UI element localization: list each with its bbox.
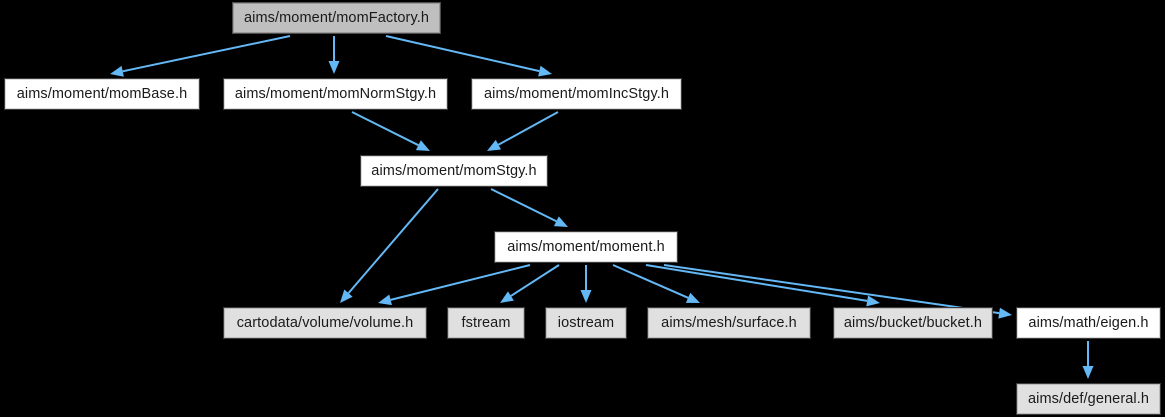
graph-node-momNormStgy[interactable]: aims/moment/momNormStgy.h [223,78,448,110]
graph-node-eigen[interactable]: aims/math/eigen.h [1016,307,1161,339]
edge-arrowhead [487,139,502,151]
edge-arrowhead [866,295,880,307]
edge-line [497,111,559,146]
graph-edge-momFactory-to-momBase [110,35,291,77]
edge-arrowhead [580,290,592,303]
edge-arrowhead [110,65,124,77]
graph-node-label: aims/moment/momStgy.h [371,162,537,179]
graph-node-label: fstream [461,314,511,331]
edge-line [347,188,439,294]
graph-edge-momIncStgy-to-momStgy [487,111,559,151]
graph-edge-eigen-to-general [1082,341,1094,379]
graph-node-label: aims/def/general.h [1027,390,1150,407]
graph-edge-moment-to-eigen [663,264,1012,319]
graph-node-bucket[interactable]: aims/bucket/bucket.h [833,307,993,339]
edge-arrowhead [328,61,340,74]
graph-node-label: aims/moment/momNormStgy.h [234,85,437,102]
graph-node-moment[interactable]: aims/moment/moment.h [494,231,678,263]
edge-arrowhead [553,216,568,227]
edge-arrowhead [538,65,552,77]
edge-arrowhead [685,292,700,303]
graph-edge-momNormStgy-to-momStgy [351,111,430,151]
graph-node-momFactory[interactable]: aims/moment/momFactory.h [232,2,441,34]
graph-node-label: aims/mesh/surface.h [661,314,797,331]
graph-node-label: aims/bucket/bucket.h [843,314,983,331]
edge-line [612,264,689,299]
edge-arrowhead [378,294,392,306]
graph-edge-momStgy-to-volume [340,188,439,303]
graph-node-surface[interactable]: aims/mesh/surface.h [647,307,811,339]
edge-arrowhead [500,291,514,303]
graph-node-momIncStgy[interactable]: aims/moment/momIncStgy.h [471,78,682,110]
graph-edge-moment-to-fstream [500,264,560,303]
graph-node-label: aims/moment/momBase.h [16,85,188,102]
graph-node-label: iostream [557,314,615,331]
graph-node-iostream[interactable]: iostream [545,307,627,339]
graph-edge-moment-to-volume [378,264,531,306]
graph-edge-momStgy-to-moment [490,188,568,227]
graph-node-volume[interactable]: cartodata/volume/volume.h [223,307,427,339]
graph-node-label: aims/moment/momFactory.h [243,9,430,26]
edge-arrowhead [998,307,1012,319]
graph-edge-moment-to-surface [612,264,700,303]
graph-node-label: aims/moment/moment.h [507,238,665,255]
graph-node-general[interactable]: aims/def/general.h [1016,383,1161,415]
edge-line [351,111,419,147]
graph-node-momBase[interactable]: aims/moment/momBase.h [4,78,200,110]
edge-arrowhead [340,289,353,303]
graph-node-label: aims/moment/momIncStgy.h [483,85,670,102]
graph-node-label: aims/math/eigen.h [1028,314,1149,331]
edge-line [510,264,560,297]
graph-node-momStgy[interactable]: aims/moment/momStgy.h [360,155,548,187]
edge-line [663,264,1000,315]
edge-line [490,188,557,223]
edge-line [385,35,540,73]
edge-line [122,35,291,73]
graph-edge-moment-to-iostream [580,265,592,303]
graph-node-label: cartodata/volume/volume.h [236,314,414,331]
graph-edge-momFactory-to-momNormStgy [328,36,340,74]
edge-line [390,264,531,301]
graph-edge-momFactory-to-momIncStgy [385,35,552,77]
edge-arrowhead [1082,366,1094,379]
edge-line [645,264,868,302]
graph-node-fstream[interactable]: fstream [447,307,525,339]
edge-arrowhead [415,140,430,151]
graph-edge-moment-to-bucket [645,264,880,307]
